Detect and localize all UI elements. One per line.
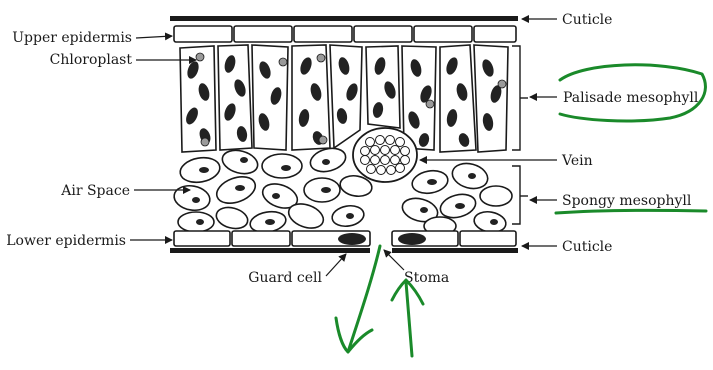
label-cuticle-bottom: Cuticle: [562, 239, 612, 255]
label-palisade-mesophyll: Palisade mesophyll: [563, 90, 699, 106]
label-lower-epidermis: Lower epidermis: [6, 233, 126, 249]
guard-cells: [338, 233, 426, 245]
label-spongy-mesophyll: Spongy mesophyll: [562, 193, 692, 209]
label-vein: Vein: [561, 153, 593, 169]
spongy-brace: [512, 166, 528, 224]
inflow-arrow-annotation: [406, 282, 412, 356]
label-air-space: Air Space: [60, 183, 130, 199]
spongy-underline-annotation: [556, 210, 706, 213]
vein: [353, 128, 417, 182]
label-chloroplast: Chloroplast: [50, 52, 133, 68]
upper-epidermis-cells: [174, 26, 516, 42]
label-cuticle-top: Cuticle: [562, 12, 612, 28]
palisade-brace: [512, 46, 528, 150]
spongy-cells: [172, 145, 512, 235]
upper-cuticle: [170, 16, 518, 21]
lower-cuticle: [170, 248, 518, 253]
label-upper-epidermis: Upper epidermis: [12, 30, 132, 46]
label-guard-cell: Guard cell: [248, 270, 322, 286]
